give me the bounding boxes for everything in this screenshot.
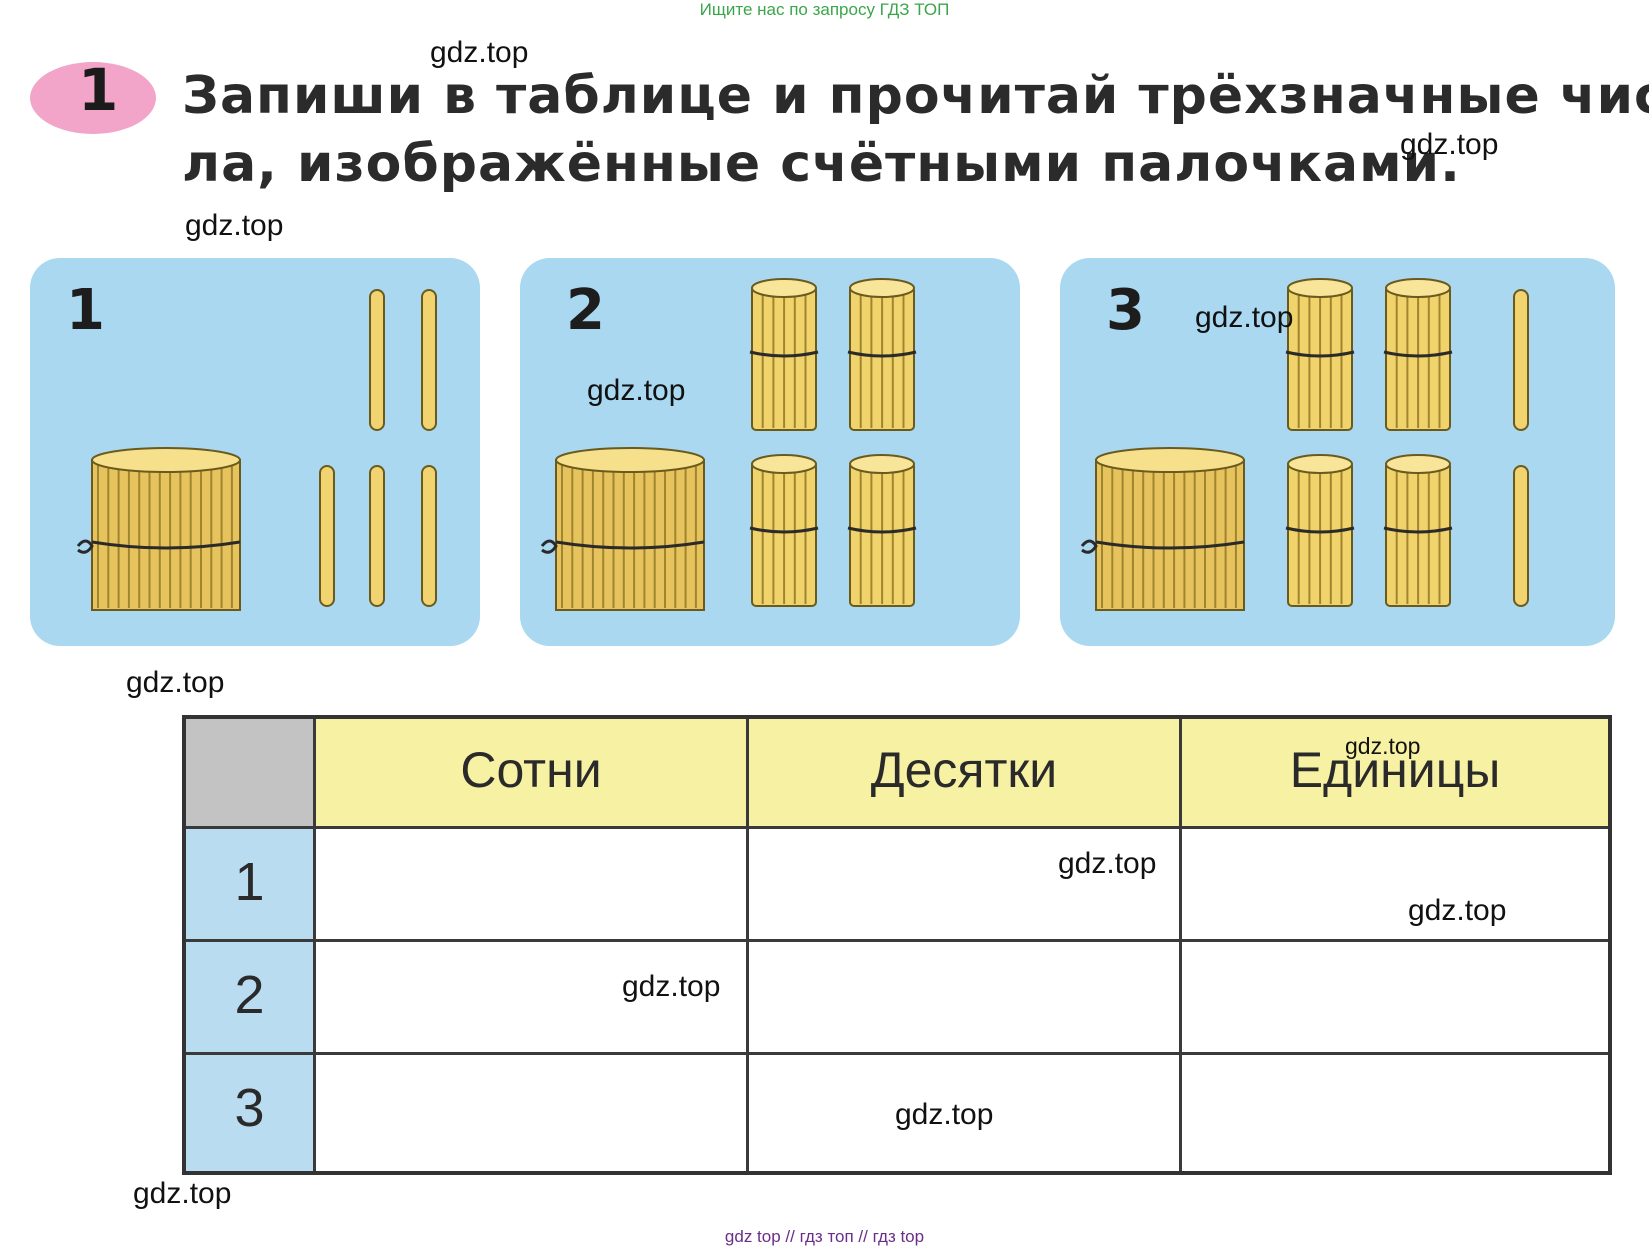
single-stick: [421, 465, 437, 607]
cell-3-tens[interactable]: [749, 1055, 1182, 1171]
row-label-2: 2: [234, 965, 265, 1025]
sticks-illustration-2: [540, 278, 917, 611]
single-stick: [369, 289, 385, 431]
table-corner-cell: [186, 719, 316, 829]
ten-bundle: [847, 278, 917, 431]
panel-label-2: 2: [566, 278, 605, 343]
watermark: gdz.top: [587, 374, 686, 407]
single-stick: [421, 289, 437, 431]
top-banner: Ищите нас по запросу ГДЗ ТОП: [699, 0, 950, 19]
ten-bundle: [847, 454, 917, 607]
task-text-line-1: Запиши в таблице и прочитай трёхзначные …: [182, 66, 1649, 126]
cell-2-units[interactable]: [1182, 942, 1608, 1055]
hundred-bundle: [540, 447, 705, 611]
row-label-3: 3: [234, 1078, 265, 1138]
sticks-panel-2: 2: [520, 258, 1020, 646]
row-label-cell-1: 1: [186, 829, 316, 942]
cell-2-tens[interactable]: [749, 942, 1182, 1055]
hundred-bundle: [1080, 447, 1245, 611]
watermark: gdz.top: [430, 36, 529, 69]
single-stick: [319, 465, 335, 607]
ten-bundle: [1285, 454, 1355, 607]
header-hundreds-label: Сотни: [460, 742, 602, 798]
watermark: gdz.top: [1058, 847, 1157, 880]
header-tens-label: Десятки: [870, 742, 1058, 798]
ten-bundle: [1383, 454, 1453, 607]
ten-bundle: [749, 454, 819, 607]
watermark: gdz.top: [1408, 894, 1507, 927]
header-units-label: Единицы: [1289, 742, 1501, 798]
watermark: gdz.top: [622, 970, 721, 1003]
watermark: gdz.top: [185, 209, 284, 242]
ten-bundle: [1383, 278, 1453, 431]
header-tens: Десятки: [749, 719, 1182, 829]
header-units: Единицы: [1182, 719, 1608, 829]
cell-1-tens[interactable]: [749, 829, 1182, 942]
row-label-cell-3: 3: [186, 1055, 316, 1171]
panel-label-1: 1: [66, 278, 105, 343]
watermark: gdz.top: [1400, 128, 1499, 161]
sticks-illustration-3: [1080, 278, 1529, 611]
ten-bundle: [749, 278, 819, 431]
cell-1-hundreds[interactable]: [316, 829, 749, 942]
sticks-illustration-1: [76, 289, 437, 611]
watermark: gdz.top: [1345, 733, 1421, 759]
hundred-bundle: [76, 447, 241, 611]
watermark: gdz.top: [1195, 301, 1294, 334]
task-number-badge: [30, 62, 156, 134]
cell-3-units[interactable]: [1182, 1055, 1608, 1171]
footer-credits: gdz top // гдз топ // гдз top: [724, 1227, 925, 1246]
single-stick: [1513, 465, 1529, 607]
cell-3-hundreds[interactable]: [316, 1055, 749, 1171]
task-text-line-2: ла, изображённые счётными палочками.: [182, 134, 1461, 194]
sticks-panel-3: 3: [1060, 258, 1615, 646]
single-stick: [1513, 289, 1529, 431]
watermark: gdz.top: [126, 666, 225, 699]
cell-2-hundreds[interactable]: [316, 942, 749, 1055]
header-hundreds: Сотни: [316, 719, 749, 829]
row-label-cell-2: 2: [186, 942, 316, 1055]
cell-1-units[interactable]: [1182, 829, 1608, 942]
watermark: gdz.top: [895, 1098, 994, 1131]
single-stick: [369, 465, 385, 607]
watermark: gdz.top: [133, 1177, 232, 1210]
place-value-table: Сотни Десятки Единицы 1 2 3: [182, 715, 1612, 1175]
sticks-panel-1: 1: [30, 258, 480, 646]
row-label-1: 1: [234, 852, 265, 912]
ten-bundle: [1285, 278, 1355, 431]
task-number: 1: [78, 56, 119, 124]
panel-label-3: 3: [1106, 278, 1145, 343]
